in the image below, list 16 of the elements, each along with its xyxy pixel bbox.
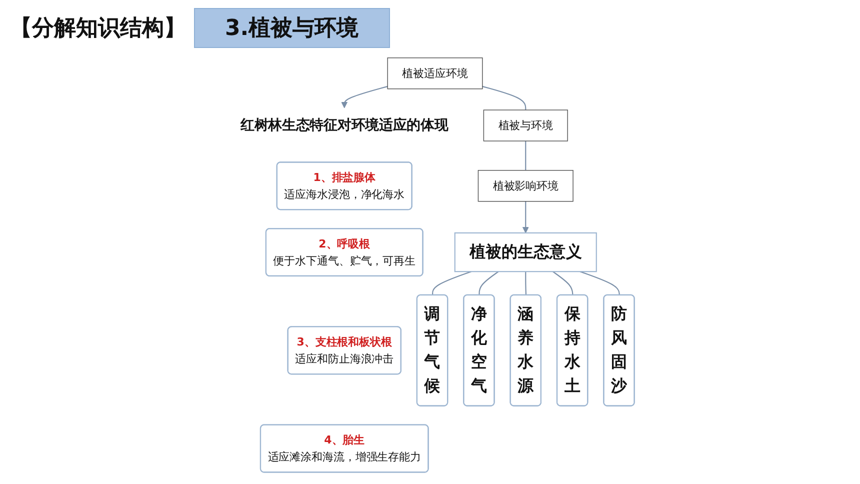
title-banner: 3.植被与环境 xyxy=(194,8,390,48)
connector xyxy=(552,271,574,296)
connector xyxy=(525,272,526,296)
node-box: 植被适应环境 xyxy=(387,57,483,90)
arrow xyxy=(341,86,388,108)
connector xyxy=(478,271,499,296)
node-box: 植被的生态意义 xyxy=(454,232,597,272)
connector xyxy=(482,86,526,110)
node-box: 植被影响环境 xyxy=(478,170,574,202)
connector xyxy=(580,271,620,296)
arrow xyxy=(522,201,529,234)
node-box: 植被与环境 xyxy=(483,110,568,142)
connector xyxy=(432,271,472,296)
node-text: 红树林生态特征对环境适应的体现 xyxy=(240,117,448,134)
connector xyxy=(525,141,526,170)
section-label: 【分解知识结构】 xyxy=(10,15,186,43)
